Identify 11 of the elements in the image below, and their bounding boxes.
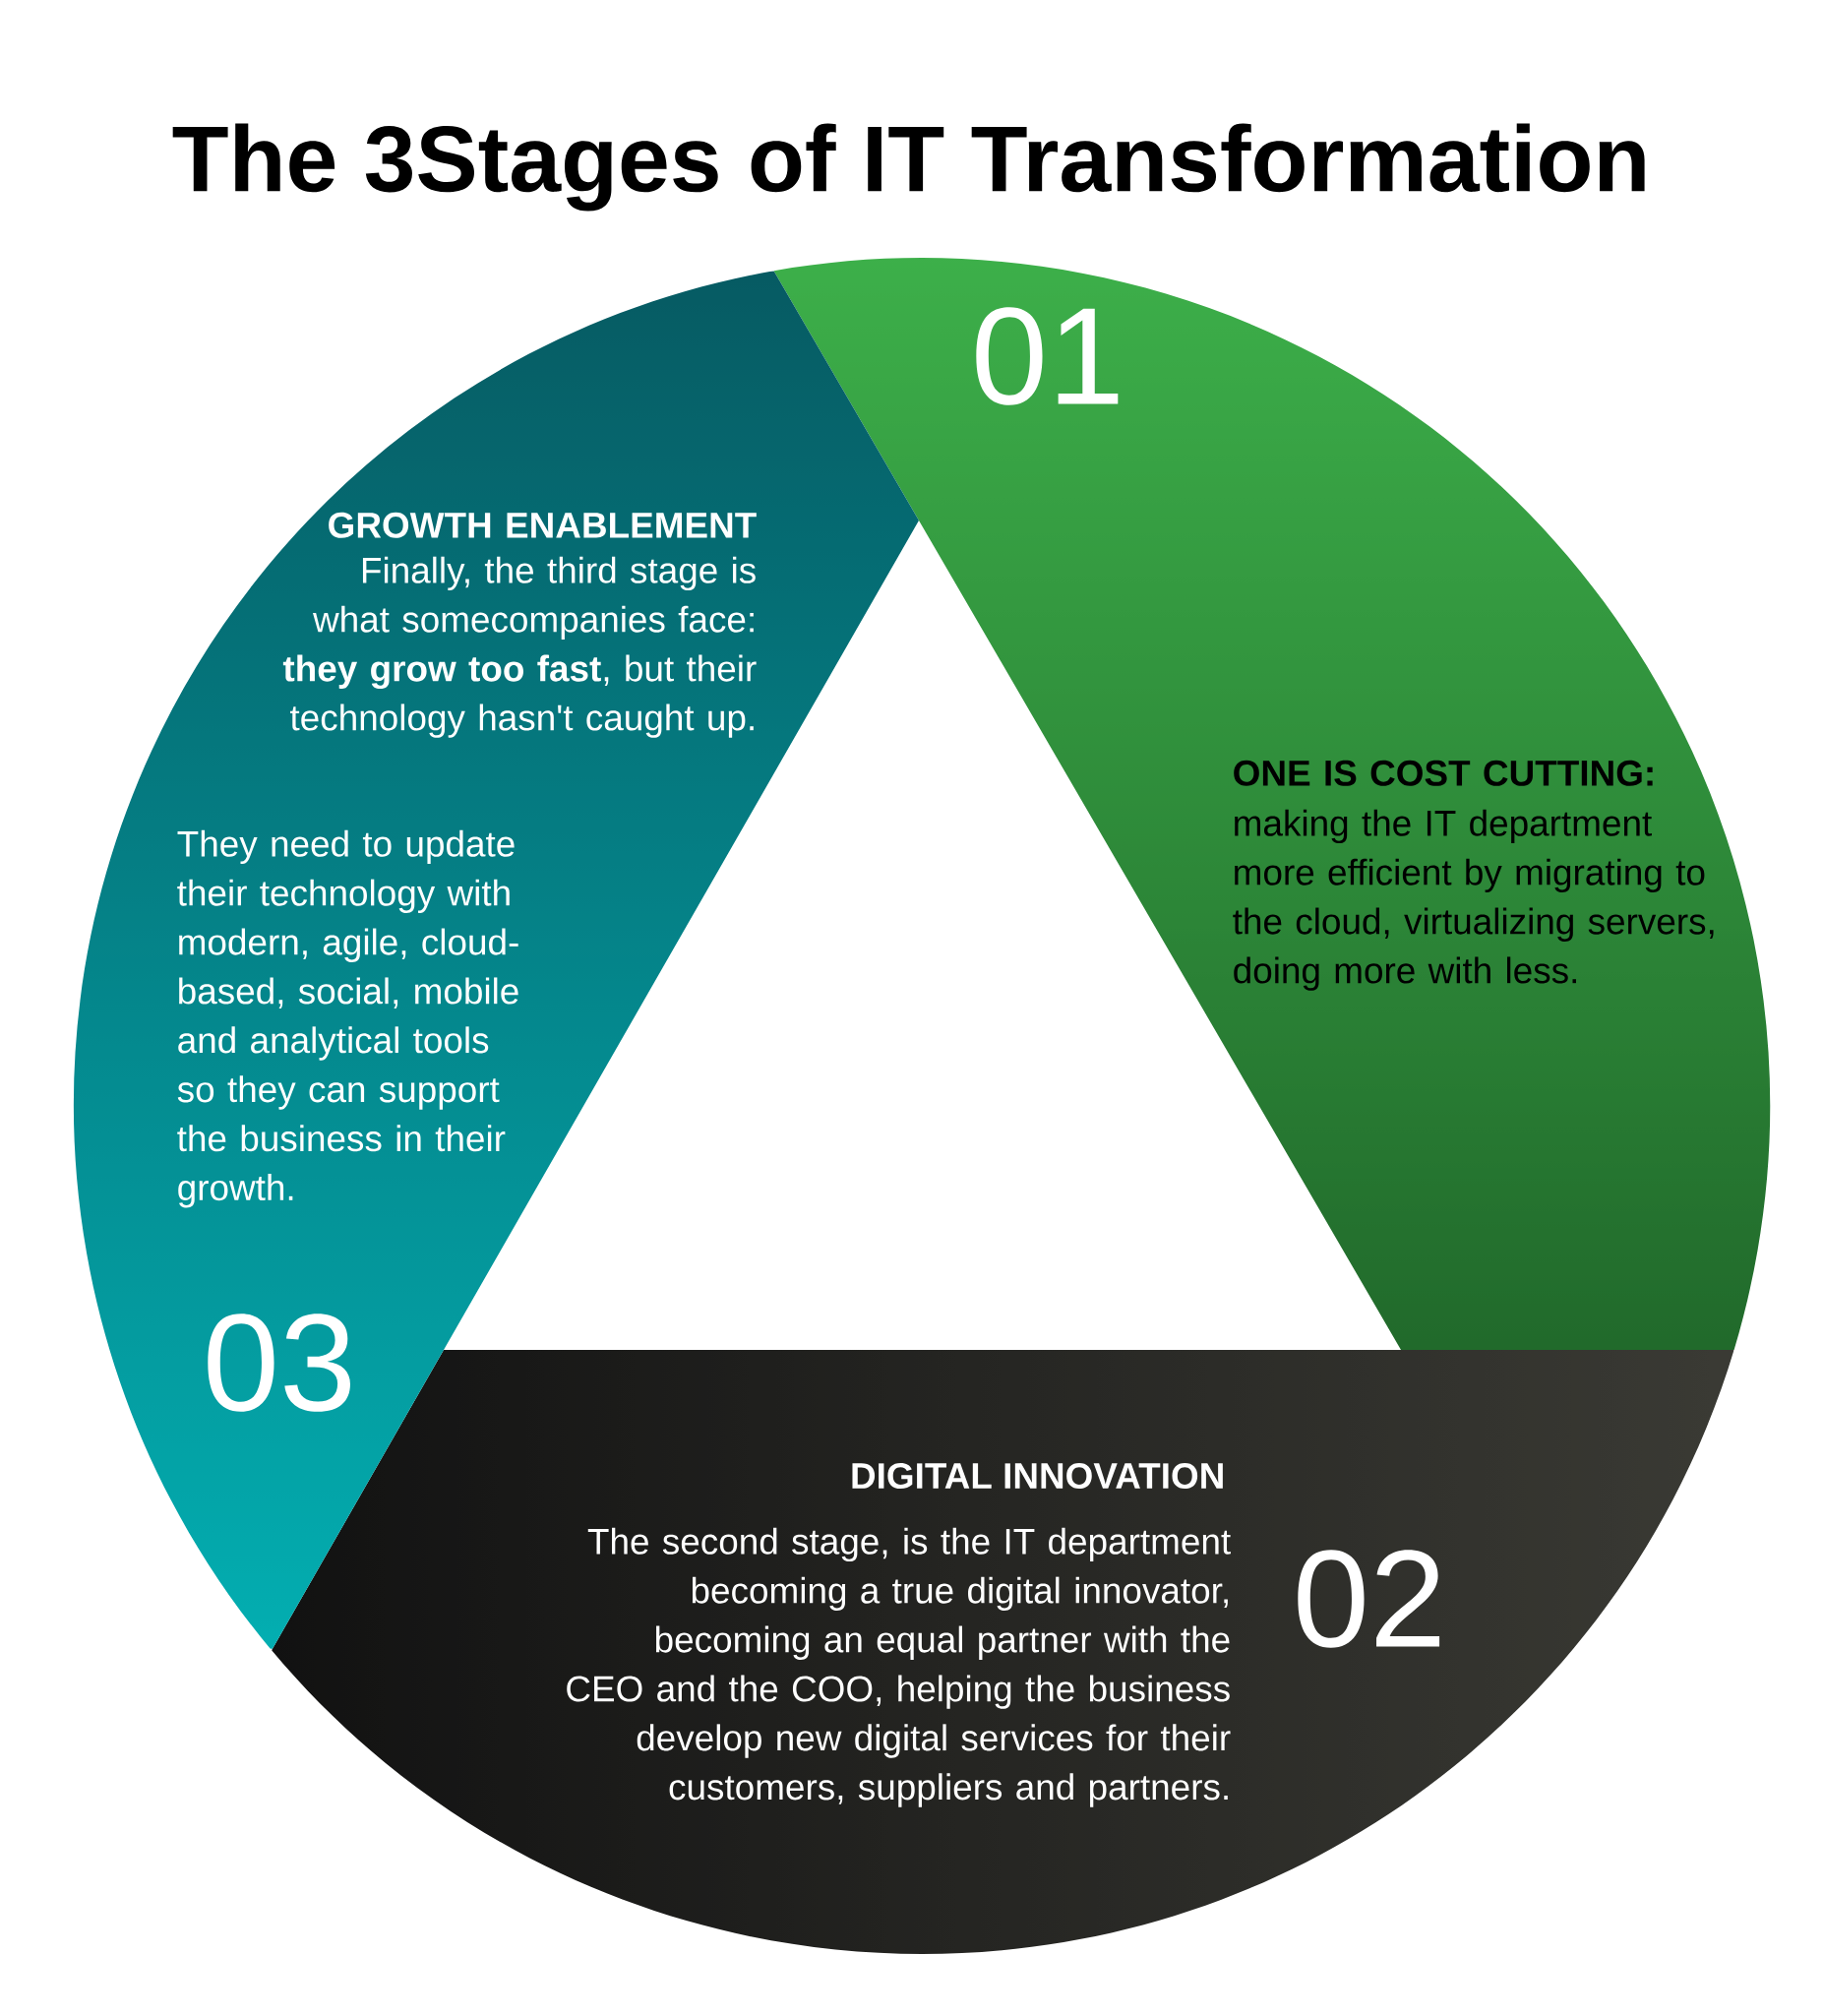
body-text: The second stage, is the IT department becoming a true digital innovator, becoming an equal partner with the CEO and the COO, helping the business develop new digital services for their customers, suppliers and partners. (567, 1527, 1231, 1807)
title: The 3Stages of IT Transformation (172, 123, 1645, 212)
heading: GROWTH ENABLEMENT (329, 512, 757, 538)
body-text: making the IT department more efficient by migrating to the cloud, virtualizing servers, doing more with less. (1233, 809, 1714, 991)
heading: DIGITAL INNOVATION (852, 1463, 1223, 1490)
stage-number: 01 (976, 307, 1119, 405)
body-text: Finally, the third stage is what somecompanies face: they grow too fast, but their technology hasn't caught up. (282, 556, 757, 738)
stage-number: 02 (1298, 1550, 1440, 1648)
heading: ONE IS COST CUTTING: (1234, 760, 1653, 786)
body-text: They need to update their technology with modern, agile, cloud-based, social, mobile and analytical tools so they can support the business in their growth. (177, 829, 518, 1208)
stage-number: 03 (208, 1313, 350, 1412)
